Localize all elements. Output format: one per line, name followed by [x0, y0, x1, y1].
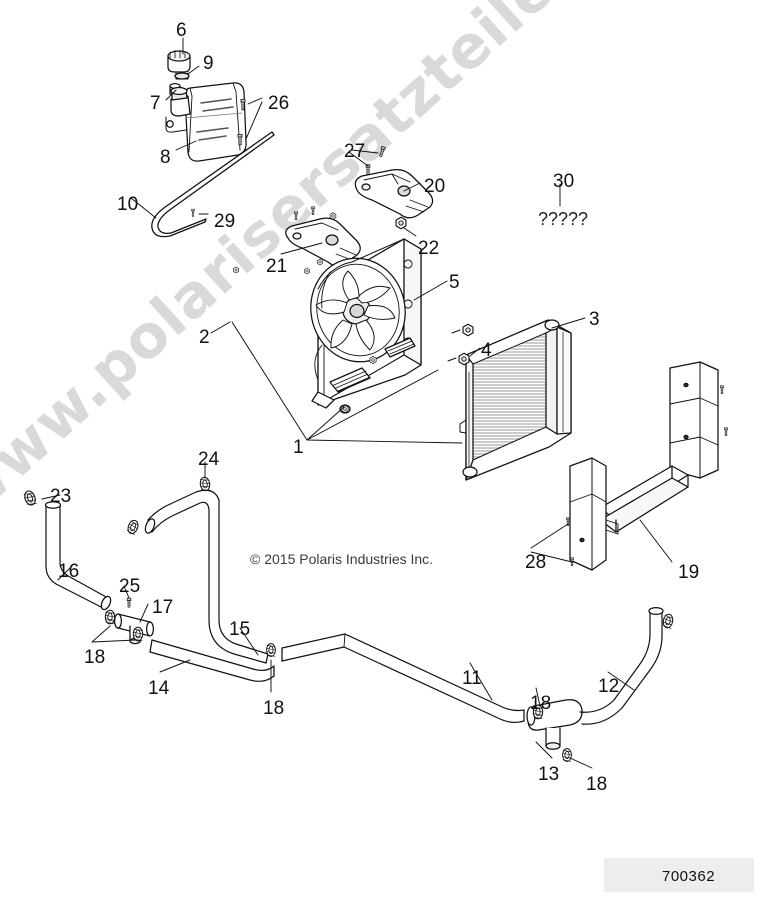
leader-lines: [41, 37, 673, 769]
part-nut: [395, 216, 407, 230]
callout-20: 20: [424, 176, 446, 197]
diagram-number: 700362: [662, 868, 716, 885]
part-cap-seal: [174, 72, 190, 80]
callout-18-c: 18: [530, 693, 552, 714]
part-bleed-screw: [126, 597, 132, 608]
callout-11: 11: [462, 668, 482, 689]
callout-29: 29: [214, 211, 236, 232]
callout-19: 19: [678, 562, 700, 583]
part-hose-clamp-12-end: [661, 612, 675, 630]
callout-15: 15: [229, 619, 251, 640]
part-hose-clamp-23: [22, 488, 38, 508]
diagram-number-box: [604, 858, 754, 892]
callout-23: 23: [50, 486, 72, 507]
callout-12: 12: [598, 676, 620, 697]
callout-5: 5: [449, 272, 460, 293]
part-upper-mount-bracket-right: [354, 169, 434, 219]
callout-2: 2: [199, 327, 210, 348]
callout-27: 27: [344, 141, 366, 162]
callout-18-b: 18: [263, 698, 285, 719]
copyright-notice: © 2015 Polaris Industries Inc.: [250, 551, 434, 567]
callout-6: 6: [176, 20, 187, 41]
part-return-hose: [579, 606, 664, 725]
callout-14: 14: [148, 678, 170, 699]
part-fan-assembly: [310, 238, 422, 414]
callout-21: 21: [266, 256, 288, 277]
part-bypass-hose: [149, 639, 275, 682]
unknown-part-marker: ?????: [538, 209, 589, 229]
part-reservoir-cap: [167, 50, 191, 80]
callout-30: 30: [553, 171, 575, 192]
callout-16: 16: [58, 561, 80, 582]
callout-18-d: 18: [586, 774, 608, 795]
callout-13: 13: [538, 764, 560, 785]
part-heater-hose: [144, 489, 269, 664]
callout-26: 26: [268, 93, 290, 114]
part-hose-clamp-24: [125, 476, 212, 536]
part-lower-coolant-hose: [281, 633, 525, 724]
part-hose-clamp-18-mid: [266, 643, 276, 657]
callout-28: 28: [525, 552, 547, 573]
part-bracket-screw: [365, 145, 386, 175]
callout-18-a: 18: [84, 647, 106, 668]
callout-24: 24: [198, 449, 220, 470]
callout-1: 1: [293, 437, 304, 458]
callout-4: 4: [481, 340, 492, 361]
callout-8: 8: [160, 147, 171, 168]
callout-22: 22: [418, 238, 440, 259]
callout-3: 3: [589, 309, 600, 330]
part-coolant-reservoir-bottle: [165, 82, 247, 162]
part-radiator-mount-grommet: [447, 323, 474, 366]
callout-9: 9: [203, 53, 214, 74]
callout-10: 10: [117, 194, 139, 215]
callout-17: 17: [152, 597, 174, 618]
part-radiator: [459, 319, 572, 481]
callout-25: 25: [119, 576, 141, 597]
callout-7: 7: [150, 93, 161, 114]
part-upper-coolant-hose: [44, 501, 112, 611]
part-overflow-tube: [151, 131, 275, 238]
part-tube-clip: [191, 208, 195, 217]
part-radiator-support-bracket: [569, 361, 719, 571]
